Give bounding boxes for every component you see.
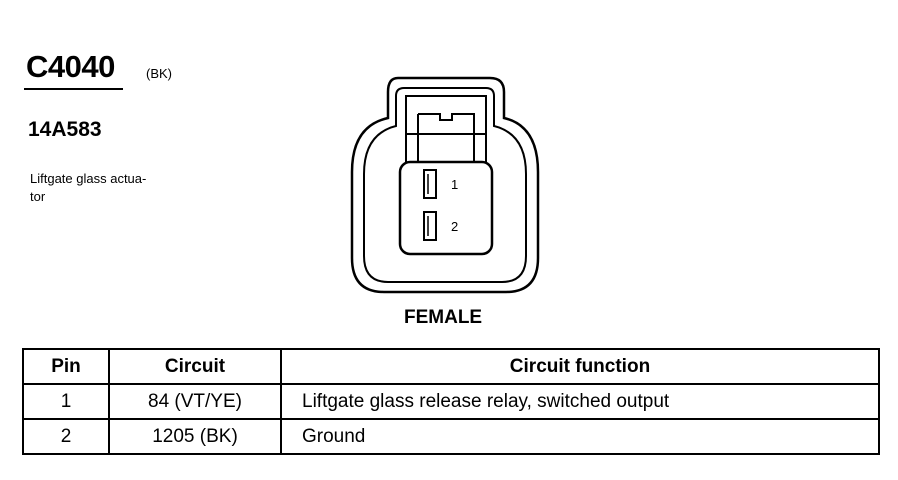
function-cell: Ground [280,418,880,455]
pin-cell: 2 [22,418,110,455]
connector-face-diagram: 1 2 [350,76,540,294]
pin-cell: 1 [22,383,110,420]
header-circuit: Circuit [108,348,282,385]
pin-1-slot [423,169,437,199]
connector-id-underline [24,88,123,90]
table-header-row: Pin Circuit Circuit function [22,348,880,385]
table-row: 1 84 (VT/YE) Liftgate glass release rela… [22,383,880,420]
header-pin: Pin [22,348,110,385]
connector-id: C4040 [26,49,115,84]
circuit-cell: 84 (VT/YE) [108,383,282,420]
pinout-table: Pin Circuit Circuit function 1 84 (VT/YE… [22,348,880,455]
description-text: Liftgate glass actua- tor [30,171,147,204]
color-code: (BK) [146,66,172,81]
terminal-cavity-block [398,160,494,256]
header-circuit-function: Circuit function [280,348,880,385]
connector-inner-shell [363,87,527,283]
component-description: Liftgate glass actua- tor [30,170,190,206]
function-cell: Liftgate glass release relay, switched o… [280,383,880,420]
connector-outer-shell [350,76,540,294]
pin-2-slot [423,211,437,241]
circuit-cell: 1205 (BK) [108,418,282,455]
pin-1-label: 1 [451,177,458,192]
table-row: 2 1205 (BK) Ground [22,418,880,455]
pin-2-label: 2 [451,219,458,234]
view-label: FEMALE [404,307,483,328]
part-number: 14A583 [28,118,102,141]
latch-tab [417,113,475,166]
